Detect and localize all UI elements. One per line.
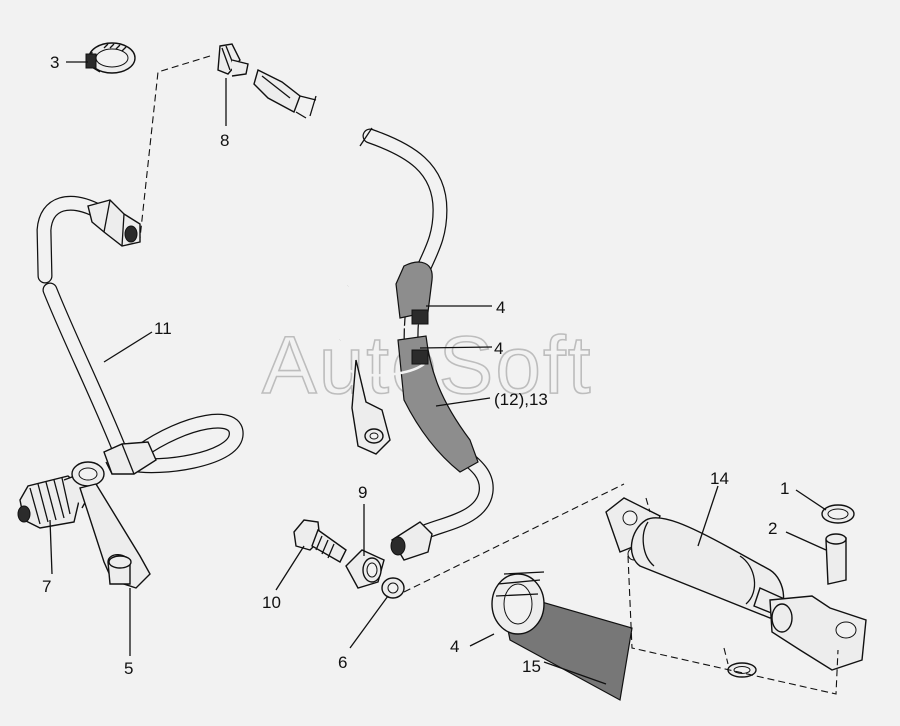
sleeve-part-15 — [491, 571, 633, 701]
banjo-fitting-part-9 — [345, 549, 385, 589]
pin-part-2 — [825, 533, 847, 585]
callout-8: 8 — [220, 131, 229, 150]
callout-4-lower: 4 — [450, 637, 459, 656]
callout-1: 1 — [780, 479, 789, 498]
callout-2: 2 — [768, 519, 777, 538]
callout-15: 15 — [522, 657, 541, 676]
callouts: 3 8 11 4 4 (12),13 14 1 2 9 7 10 5 6 4 1… — [42, 53, 789, 678]
callout-14: 14 — [710, 469, 729, 488]
hose-clamps-part-4 — [332, 284, 429, 455]
assembly-lines — [139, 55, 839, 695]
callout-12-13: (12),13 — [494, 390, 548, 409]
callout-10: 10 — [262, 593, 281, 612]
leader-lines — [49, 61, 827, 685]
bolt-part-10 — [293, 519, 347, 563]
retaining-ring-part-1 — [821, 504, 855, 524]
callout-7: 7 — [42, 577, 51, 596]
adapter-fitting-part-8 — [217, 43, 317, 119]
callout-4-middle: 4 — [494, 339, 503, 358]
callout-3: 3 — [50, 53, 59, 72]
pipe-part-11 — [36, 195, 244, 475]
callout-4-upper: 4 — [496, 298, 505, 317]
callout-5: 5 — [124, 659, 133, 678]
hose-clamp-part-3 — [85, 42, 136, 74]
callout-6: 6 — [338, 653, 347, 672]
hydraulic-cylinder-part-14 — [605, 497, 867, 671]
bellows-fitting-part-7 — [17, 473, 93, 529]
banjo-bracket-part-5 — [71, 461, 151, 589]
callout-11: 11 — [154, 319, 172, 338]
callout-9: 9 — [358, 483, 367, 502]
washer-part-6 — [381, 577, 405, 599]
